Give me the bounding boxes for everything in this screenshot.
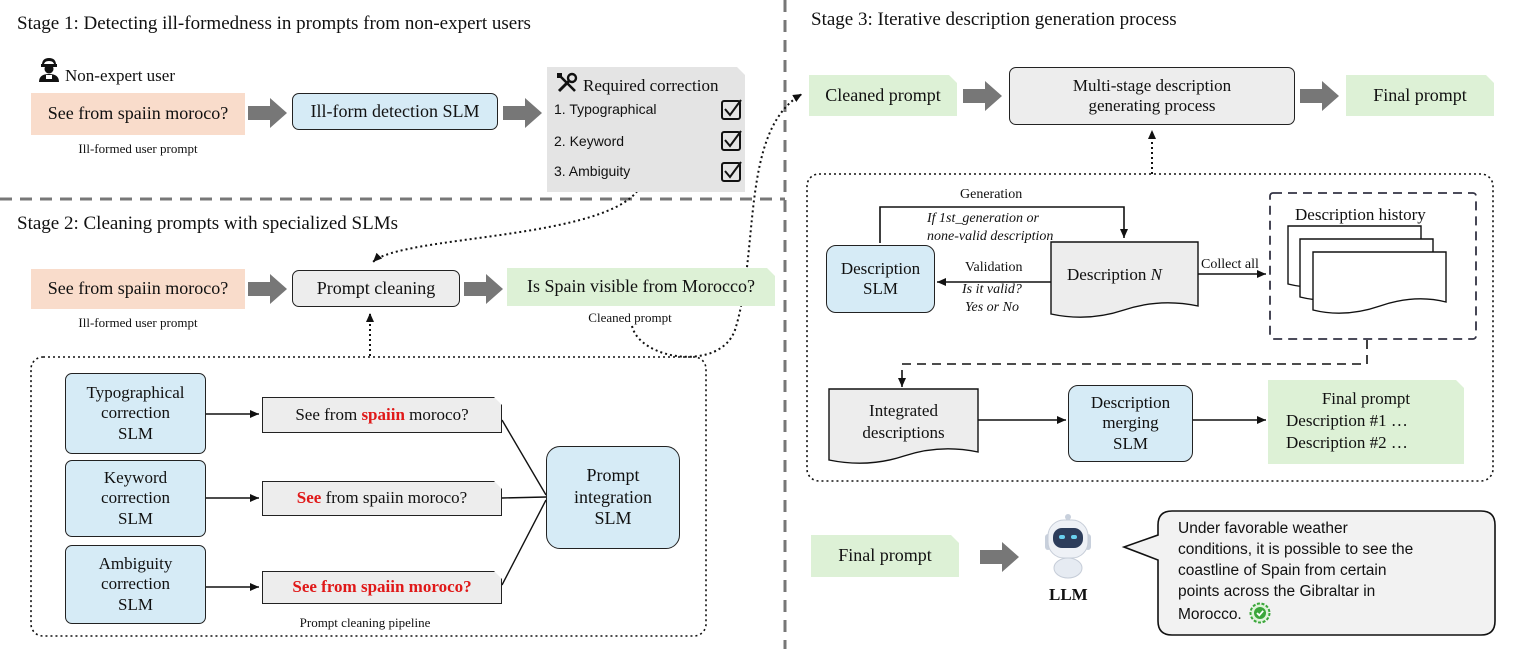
robot-icon	[1038, 512, 1098, 585]
cleaned-prompt-box: Is Spain visible from Morocco?	[507, 268, 775, 306]
keyword-output: See from spaiin moroco?	[262, 481, 502, 516]
correction-typographical: 1. Typographical	[554, 101, 657, 117]
generation-condition-2: none-valid description	[927, 229, 1054, 244]
stage1-arrows	[248, 81, 1339, 572]
dotted-cleaned-to-stage3	[631, 93, 803, 358]
check-circle-icon	[1249, 602, 1271, 630]
user-icon	[37, 57, 61, 88]
stage1-user-prompt: See from spaiin moroco?	[31, 93, 245, 135]
llm-label: LLM	[1049, 585, 1088, 604]
cleaned-prompt-caption: Cleaned prompt	[588, 310, 672, 325]
llm-answer: Under favorable weather conditions, it i…	[1178, 518, 1413, 630]
stage2-user-prompt: See from spaiin moroco?	[31, 269, 245, 309]
description-n: Description N	[1067, 265, 1162, 284]
generation-condition-1: If 1st_generation or	[927, 211, 1039, 226]
correction-keyword: 2. Keyword	[554, 133, 625, 149]
pipeline-caption: Prompt cleaning pipeline	[299, 615, 431, 630]
required-correction-title: Required correction	[583, 76, 719, 95]
stage3-title: Stage 3: Iterative description generatio…	[811, 9, 1177, 30]
speech-bubble-shape	[1121, 510, 1496, 636]
pipeline-container	[30, 356, 707, 637]
user-label: Non-expert user	[65, 66, 175, 85]
prompt-cleaning-box: Prompt cleaning	[292, 270, 460, 307]
dotted-correction-to-cleaning	[372, 186, 641, 263]
checkbox-icon	[720, 99, 742, 190]
generation-label: Generation	[960, 187, 1023, 202]
stage2-prompt-caption: Ill-formed user prompt	[78, 315, 198, 330]
typo-output: See from spaiin moroco?	[262, 397, 502, 433]
integrated-shape	[828, 388, 979, 464]
final-prompt-descriptions: Final prompt Description #1 … Descriptio…	[1268, 380, 1464, 464]
iteration-container	[806, 173, 1494, 482]
bottom-final-prompt: Final prompt	[811, 535, 959, 577]
validation-question-1: Is it valid?	[962, 282, 1022, 297]
stage3-final-prompt: Final prompt	[1346, 75, 1494, 116]
tools-icon	[556, 72, 578, 99]
required-correction-panel	[547, 67, 745, 192]
stage1-prompt-caption: Ill-formed user prompt	[78, 141, 198, 156]
history-container	[1269, 192, 1477, 340]
description-n-shape	[1050, 241, 1199, 318]
stage3-cleaned-prompt: Cleaned prompt	[809, 75, 957, 116]
ill-form-detection-slm: Ill-form detection SLM	[292, 93, 498, 130]
description-history-title: Description history	[1295, 205, 1426, 224]
correction-ambiguity: 3. Ambiguity	[554, 163, 631, 179]
validation-label: Validation	[965, 260, 1023, 275]
ambiguity-output: See from spaiin moroco?	[262, 571, 502, 604]
validation-question-2: Yes or No	[965, 300, 1019, 315]
collect-all-label: Collect all	[1201, 257, 1259, 272]
stage1-title: Stage 1: Detecting ill-formedness in pro…	[17, 13, 531, 34]
stage2-title: Stage 2: Cleaning prompts with specializ…	[17, 213, 399, 234]
